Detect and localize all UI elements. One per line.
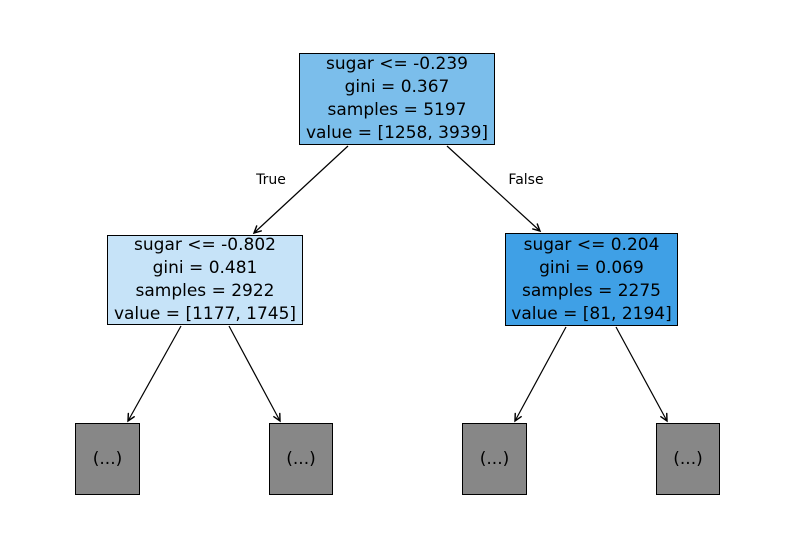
node-right-gini: gini = 0.069 — [539, 257, 644, 278]
edge-label-true-text: True — [256, 172, 286, 188]
node-right-condition: sugar <= 0.204 — [523, 234, 660, 255]
node-root-condition: sugar <= -0.239 — [326, 54, 468, 74]
leaf-node-3-label: (...) — [479, 449, 510, 469]
edge-label-false: False — [500, 172, 552, 189]
leaf-node-3: (...) — [462, 423, 527, 495]
leaf-node-4-label: (...) — [673, 449, 703, 469]
node-right-samples: samples = 2275 — [522, 280, 661, 301]
leaf-node-2-label: (...) — [286, 449, 316, 469]
leaf-node-1: (...) — [75, 423, 140, 495]
node-root-gini: gini = 0.367 — [344, 77, 450, 97]
node-root: sugar <= -0.239 gini = 0.367 samples = 5… — [299, 53, 495, 145]
edge-left-to-leaf1 — [127, 325, 182, 423]
node-root-samples: samples = 5197 — [327, 100, 467, 120]
node-left-samples: samples = 2922 — [135, 281, 275, 301]
edge-root-to-left — [252, 145, 349, 235]
node-left-condition: sugar <= -0.802 — [134, 235, 276, 255]
edge-left-to-leaf2 — [228, 325, 281, 423]
node-left-gini: gini = 0.481 — [152, 258, 258, 278]
edge-label-false-text: False — [508, 172, 544, 188]
edge-right-to-leaf4 — [615, 326, 668, 423]
node-right: sugar <= 0.204 gini = 0.069 samples = 22… — [505, 233, 678, 326]
node-root-value: value = [1258, 3939] — [305, 123, 489, 143]
leaf-node-2: (...) — [269, 423, 333, 495]
node-left-value: value = [1177, 1745] — [113, 304, 297, 324]
leaf-node-4: (...) — [656, 423, 720, 495]
leaf-node-1-label: (...) — [92, 449, 123, 469]
node-right-value: value = [81, 2194] — [511, 303, 672, 324]
edge-label-true: True — [248, 172, 294, 189]
node-left: sugar <= -0.802 gini = 0.481 samples = 2… — [107, 235, 303, 325]
edge-right-to-leaf3 — [514, 326, 567, 423]
edge-root-to-right — [446, 145, 542, 233]
